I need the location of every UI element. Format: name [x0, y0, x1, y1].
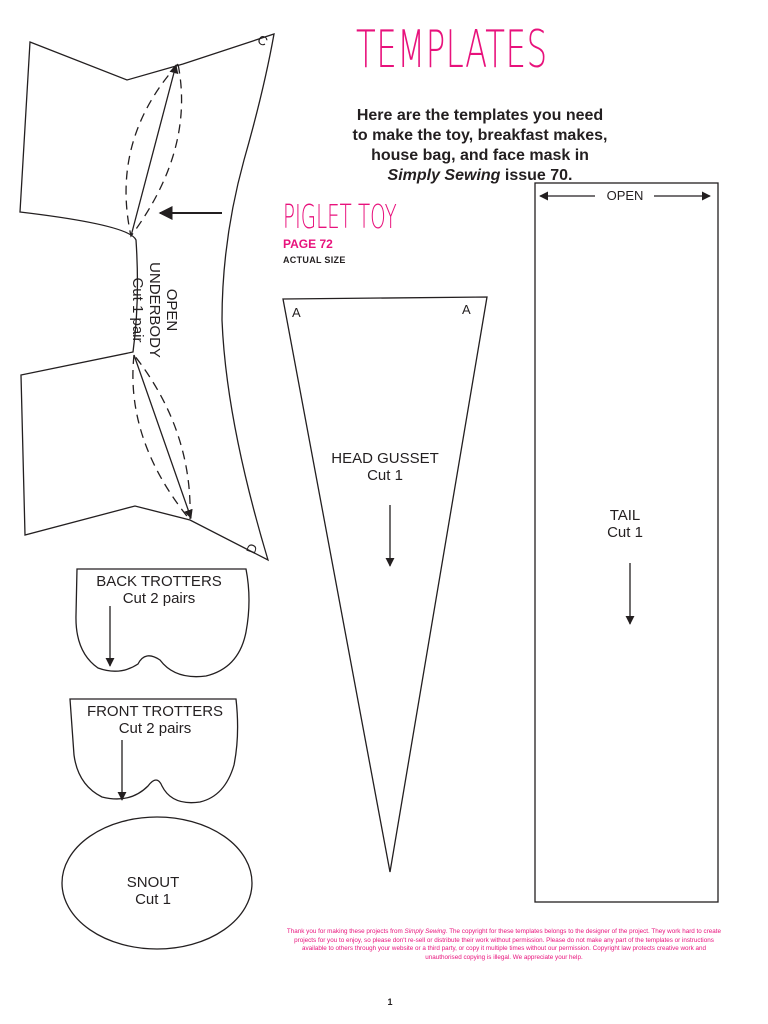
intro-line-3: house bag, and face mask in — [371, 147, 589, 164]
back-trotters-outline — [75, 568, 250, 678]
head-gusset-cut: Cut 1 — [367, 467, 403, 484]
intro-magazine: Simply Sewing — [387, 167, 501, 184]
underbody-grain-bottom — [133, 354, 193, 519]
tail-outline — [534, 182, 719, 903]
snout-name: SNOUT — [126, 874, 180, 891]
back-trotters-name: BACK TROTTERS — [96, 573, 222, 590]
page-reference: PAGE 72 — [283, 237, 333, 251]
front-trotters-label: FRONT TROTTERS Cut 2 pairs — [75, 703, 235, 737]
tail-cut: Cut 1 — [607, 524, 643, 541]
tail-name: TAIL — [609, 507, 641, 524]
head-gusset-mark-a-right: A — [462, 302, 471, 317]
intro-line-2: to make the toy, breakfast makes, — [352, 127, 608, 144]
back-trotters-label: BACK TROTTERS Cut 2 pairs — [79, 573, 239, 607]
head-gusset-mark-a-left: A — [292, 305, 301, 320]
head-gusset-outline — [282, 296, 488, 873]
intro-line-1: Here are the templates you need — [356, 107, 604, 124]
underbody-name: UNDERBODY — [146, 262, 163, 358]
scale-note: ACTUAL SIZE — [283, 255, 346, 265]
page-title: TEMPLATES — [356, 20, 548, 80]
intro-text: Here are the templates you need to make … — [330, 106, 630, 186]
head-gusset-name: HEAD GUSSET — [331, 450, 439, 467]
snout-cut: Cut 1 — [135, 891, 171, 908]
footer-magazine: Simply Sewing — [404, 928, 446, 935]
underbody-cut: Cut 1 pair — [129, 277, 146, 343]
underbody-grain-top — [130, 64, 179, 237]
head-gusset-label: HEAD GUSSET Cut 1 — [305, 450, 465, 484]
underbody-dart-bottom — [132, 354, 191, 522]
footer-text-2: . The copyright for these templates belo… — [294, 928, 722, 961]
underbody-outline — [19, 33, 275, 562]
section-title: PIGLET TOY — [283, 197, 397, 236]
front-trotters-cut: Cut 2 pairs — [118, 720, 192, 737]
page-number: 1 — [387, 997, 393, 1007]
footer-text-1: Thank you for making these projects from — [286, 928, 405, 935]
tail-open-label: OPEN — [606, 188, 644, 203]
front-trotters-outline — [69, 698, 239, 804]
intro-issue: issue 70. — [500, 167, 573, 184]
snout-label: SNOUT Cut 1 — [103, 874, 203, 908]
back-trotters-cut: Cut 2 pairs — [122, 590, 196, 607]
copyright-notice: Thank you for making these projects from… — [284, 928, 724, 962]
snout-outline — [61, 816, 253, 950]
underbody-open-label: OPEN — [163, 288, 180, 332]
underbody-label: OPEN UNDERBODY Cut 1 pair — [129, 250, 180, 370]
front-trotters-name: FRONT TROTTERS — [86, 703, 224, 720]
tail-label: TAIL Cut 1 — [575, 507, 675, 541]
